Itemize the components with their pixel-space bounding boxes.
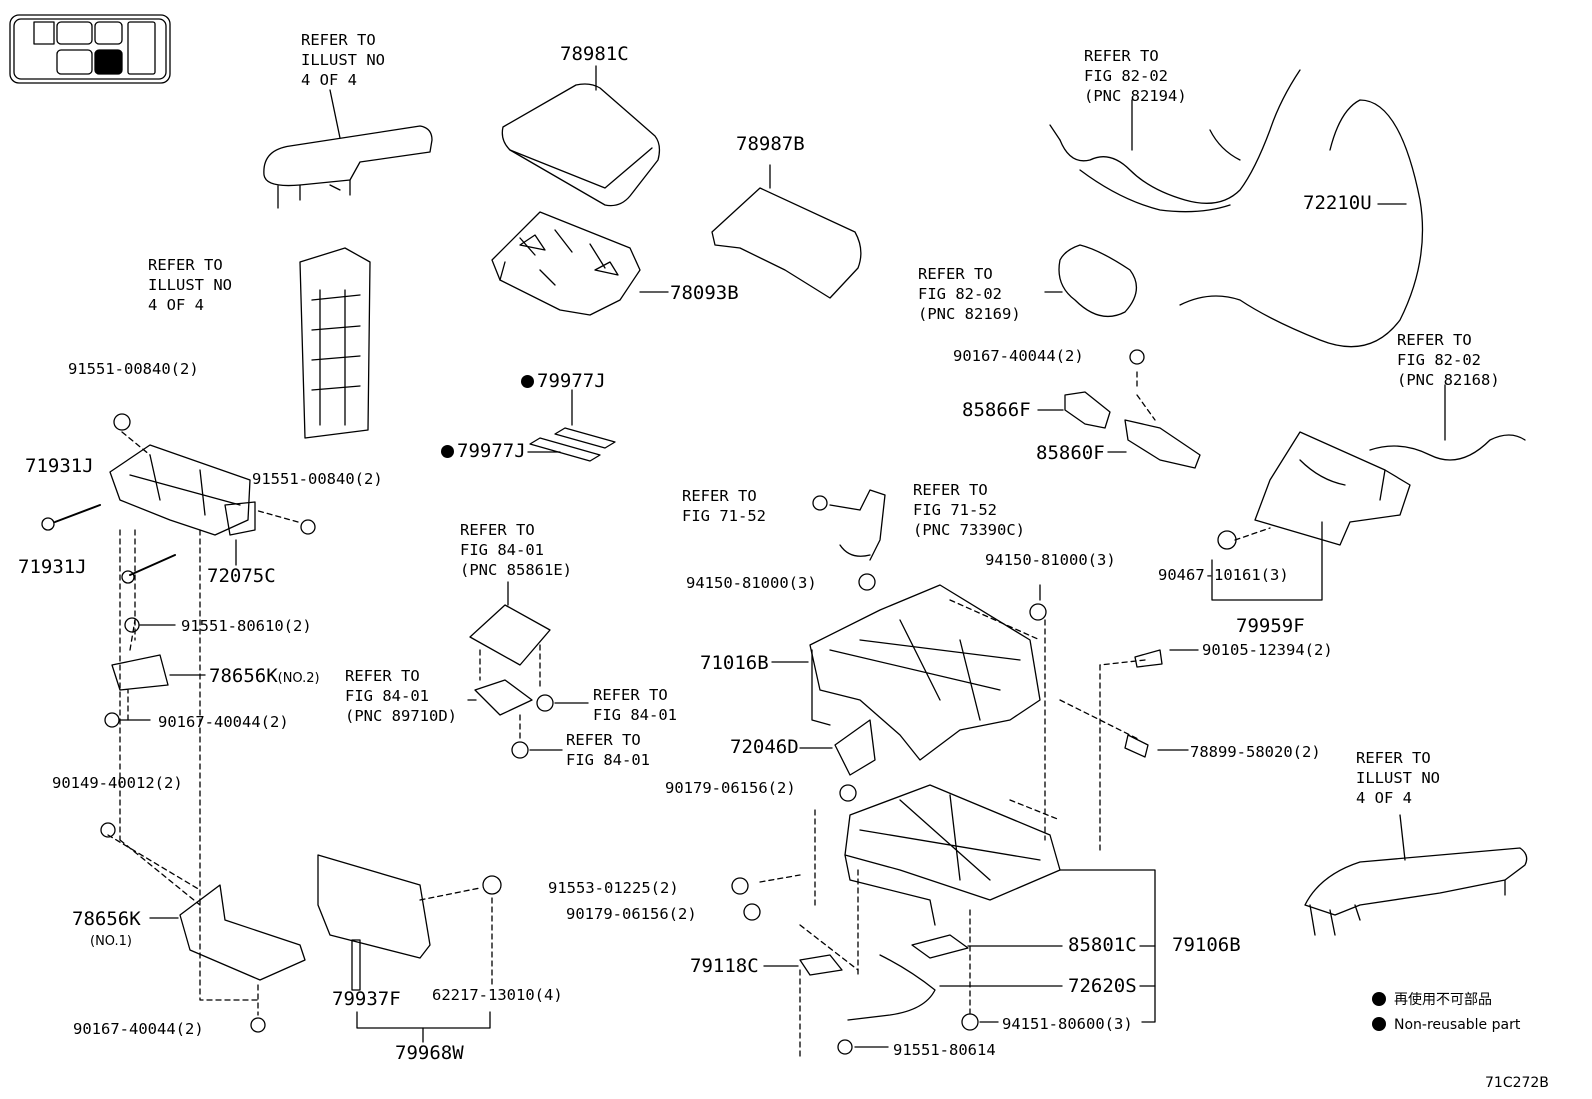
label-79959F: 79959F [1236, 615, 1305, 637]
label-90179-06156-a: 90179-06156(2) [665, 779, 796, 797]
label-71931J-b: 71931J [18, 556, 87, 578]
label-71931J-a: 71931J [25, 455, 94, 477]
part-78093B-drawing [491, 211, 669, 316]
label-90149-40012: 90149-40012(2) [52, 774, 183, 792]
ref-illust-top: REFER TO ILLUST NO 4 OF 4 [301, 31, 385, 89]
bracket-85860F-drawing [1037, 349, 1201, 469]
figure-id: 71C272B [1485, 1075, 1549, 1091]
ref-fig82-82168: REFER TO FIG 82-02 (PNC 82168) [1397, 331, 1500, 389]
label-94150-81000-b: 94150-81000(3) [985, 551, 1116, 569]
nonreusable-dot [441, 445, 454, 458]
label-90167-40044-a: 90167-40044(2) [953, 347, 1084, 365]
label-79977J-b: 79977J [441, 441, 526, 461]
label-78656K-no2: 78656K(NO.2) [209, 665, 320, 687]
ref-fig8401-b: REFER TO FIG 84-01 [566, 731, 650, 769]
armrest-pad-top [263, 89, 433, 209]
part-78981C-drawing [501, 65, 661, 207]
label-78987B: 78987B [736, 133, 805, 155]
label-85801C: 85801C [1068, 934, 1137, 956]
label-71016B: 71016B [700, 652, 769, 674]
label-62217-13010: 62217-13010(4) [432, 986, 563, 1004]
label-72210U: 72210U [1303, 192, 1372, 214]
label-90167-40044-c: 90167-40044(2) [73, 1020, 204, 1038]
strips-79977J-drawing [527, 389, 616, 462]
center-modules-drawing [467, 581, 589, 759]
ref-fig82-82169: REFER TO FIG 82-02 (PNC 82169) [918, 265, 1021, 323]
ref-fig8401-a: REFER TO FIG 84-01 [593, 686, 677, 724]
ref-fig8401-85861E: REFER TO FIG 84-01 (PNC 85861E) [460, 521, 572, 579]
label-91551-00840-b: 91551-00840(2) [252, 470, 383, 488]
left-assembly-guides [107, 529, 259, 1001]
left-fasteners [100, 617, 206, 838]
label-79977J-a: 79977J [521, 371, 606, 391]
label-78899-58020: 78899-58020(2) [1190, 743, 1321, 761]
cable-72210U [1179, 99, 1424, 348]
nonreusable-dot [1372, 992, 1386, 1006]
ref-fig7152-b: REFER TO FIG 71-52 (PNC 73390C) [913, 481, 1025, 539]
ref-fig82-82194: REFER TO FIG 82-02 (PNC 82194) [1084, 47, 1187, 105]
legend-en: Non-reusable part [1372, 1015, 1520, 1035]
slide-bracket-drawing [41, 413, 316, 584]
label-94150-81000-a: 94150-81000(3) [686, 574, 817, 592]
locator-thumbnail [9, 14, 171, 84]
right-assembly-guides [759, 599, 1146, 1061]
armrest-pad-right [1304, 814, 1528, 936]
label-78656K-no1-note: (NO.1) [90, 934, 132, 949]
ref-fig8401-89710D: REFER TO FIG 84-01 (PNC 89710D) [345, 667, 457, 725]
duct-79959F-drawing [1211, 384, 1526, 601]
label-85860F: 85860F [1036, 442, 1105, 464]
label-91553-01225: 91553-01225(2) [548, 879, 679, 897]
seat-frame-71016B-drawing [771, 489, 1047, 761]
label-94151-80600: 94151-80600(3) [1002, 1015, 1133, 1033]
part-78987B-drawing [711, 164, 862, 299]
label-91551-00840-a: 91551-00840(2) [68, 360, 199, 378]
label-90179-06156-b: 90179-06156(2) [566, 905, 697, 923]
label-85866F: 85866F [962, 399, 1031, 421]
ref-fig7152-a: REFER TO FIG 71-52 [682, 487, 766, 525]
label-91551-80610: 91551-80610(2) [181, 617, 312, 635]
label-78093B: 78093B [670, 282, 739, 304]
label-72075C: 72075C [207, 565, 276, 587]
label-78656K-no1: 78656K [72, 908, 141, 930]
side-panel-drawing [299, 247, 371, 439]
label-90467-10161: 90467-10161(3) [1158, 566, 1289, 584]
label-79118C: 79118C [690, 955, 759, 977]
label-90167-40044-b: 90167-40044(2) [158, 713, 289, 731]
nonreusable-dot [521, 375, 534, 388]
part-79968W-drawing [317, 854, 502, 1043]
label-72046D: 72046D [730, 736, 799, 758]
label-90105-12394: 90105-12394(2) [1202, 641, 1333, 659]
ref-illust-right: REFER TO ILLUST NO 4 OF 4 [1356, 749, 1440, 807]
ref-illust-left: REFER TO ILLUST NO 4 OF 4 [148, 256, 232, 314]
lower-frame-79106B-drawing [799, 719, 1061, 926]
right-fasteners [731, 584, 1199, 1055]
label-79937F: 79937F [332, 988, 401, 1010]
part-78656K-no1-drawing [149, 884, 306, 1033]
legend-jp: 再使用不可部品 [1372, 990, 1492, 1010]
label-72620S: 72620S [1068, 975, 1137, 997]
wire-harness-82169 [1044, 244, 1137, 318]
label-91551-80614: 91551-80614 [893, 1041, 996, 1059]
label-79968W: 79968W [395, 1042, 464, 1064]
nonreusable-dot [1372, 1017, 1386, 1031]
label-78981C: 78981C [560, 43, 629, 65]
wire-harness-82194 [1049, 69, 1301, 213]
label-79106B: 79106B [1172, 934, 1241, 956]
